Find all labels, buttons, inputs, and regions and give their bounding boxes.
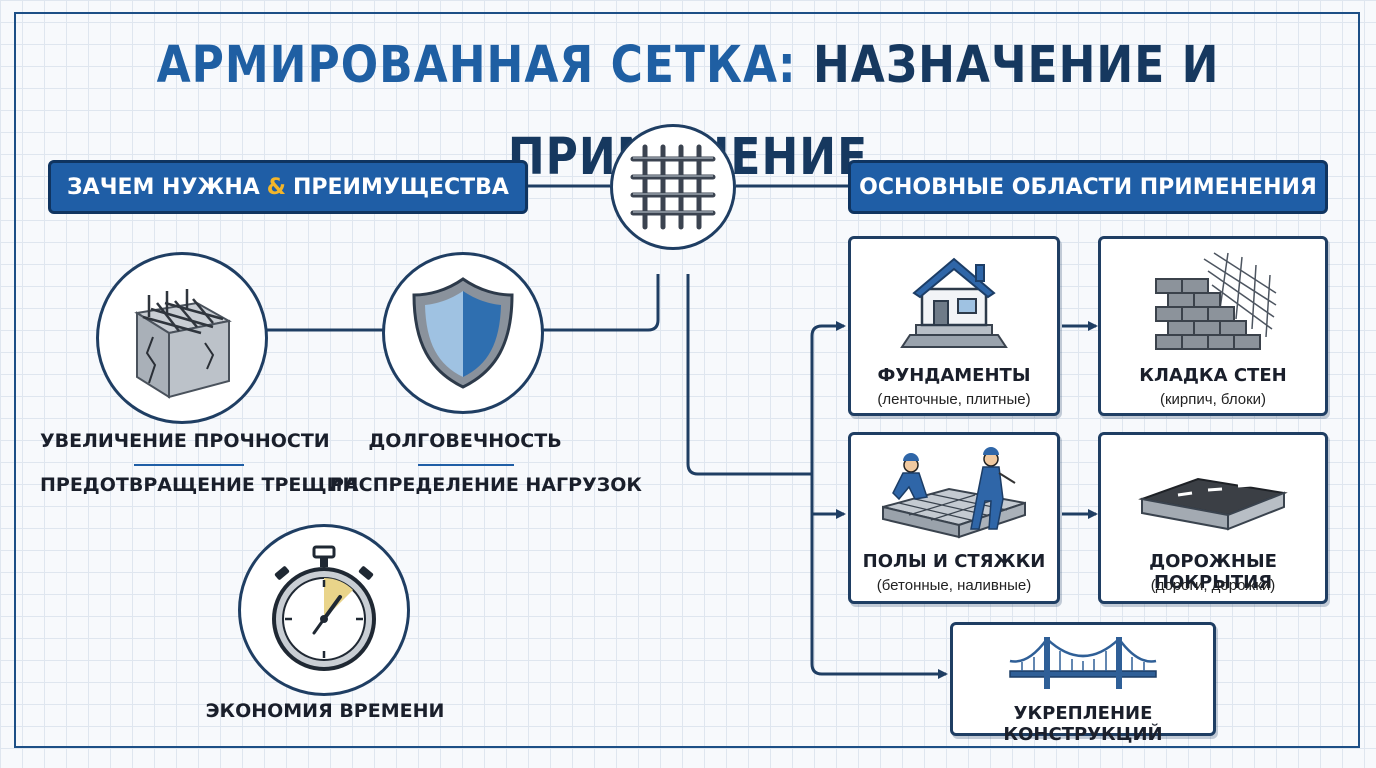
strength-divider: [134, 464, 244, 466]
card-floors-subtitle: (бетонные, наливные): [876, 577, 1032, 594]
card-roads: ДОРОЖНЫЕ ПОКРЫТИЯ (дороги, дорожки): [1098, 432, 1328, 604]
arrow-reinforcement: [810, 663, 948, 679]
right-section-header: ОСНОВНЫЕ ОБЛАСТИ ПРИМЕНЕНИЯ: [848, 160, 1328, 214]
line-durability-center: [542, 274, 660, 332]
road-icon: [1138, 477, 1288, 531]
bridge-icon: [1009, 637, 1157, 689]
left-header-text1: ЗАЧЕМ НУЖНА: [67, 174, 260, 200]
stopwatch-icon: [272, 545, 376, 671]
left-header-amp: &: [266, 174, 286, 200]
card-floors: ПОЛЫ И СТЯЖКИ (бетонные, наливные): [848, 432, 1060, 604]
card-foundations-subtitle: (ленточные, плитные): [877, 391, 1031, 408]
card-walls: КЛАДКА СТЕН (кирпич, блоки): [1098, 236, 1328, 416]
right-header-text: ОСНОВНЫЕ ОБЛАСТИ ПРИМЕНЕНИЯ: [859, 174, 1317, 200]
time-saving-label: ЭКОНОМИЯ ВРЕМЕНИ: [205, 700, 445, 722]
card-roads-subtitle: (дороги, дорожки): [1150, 577, 1276, 594]
durability-circle: [382, 252, 544, 414]
time-circle: [238, 524, 410, 696]
load-distribution-label: РАСПРЕДЕЛЕНИЕ НАГРУЗОК: [330, 474, 642, 496]
card-walls-subtitle: (кирпич, блоки): [1159, 391, 1267, 408]
durability-label: ДОЛГОВЕЧНОСТЬ: [368, 430, 562, 452]
card-foundations-title: ФУНДАМЕНТЫ: [877, 365, 1031, 386]
mesh-icon: [630, 144, 716, 230]
strength-label: УВЕЛИЧЕНИЕ ПРОЧНОСТИ: [40, 430, 330, 452]
left-section-header: ЗАЧЕМ НУЖНА & ПРЕИМУЩЕСТВА: [48, 160, 528, 214]
page-title: АРМИРОВАННАЯ СЕТКА: НАЗНАЧЕНИЕ И ПРИМЕНЕ…: [0, 20, 1376, 187]
concrete-cube-icon: [134, 289, 232, 399]
card-floors-title: ПОЛЫ И СТЯЖКИ: [862, 551, 1046, 572]
line-center-trunk: [686, 274, 812, 476]
infographic-frame: [14, 12, 1360, 748]
crack-prevention-label: ПРЕДОТВРАЩЕНИЕ ТРЕЩИН: [40, 474, 359, 496]
center-mesh-circle: [610, 124, 736, 250]
card-reinforcement: УКРЕПЛЕНИЕ КОНСТРУКЦИЙ: [950, 622, 1216, 745]
arrow-foundations: [810, 321, 846, 664]
strength-circle: [96, 252, 268, 424]
shield-icon: [412, 277, 514, 389]
brick-wall-icon: [1155, 252, 1277, 350]
card-walls-title: КЛАДКА СТЕН: [1139, 365, 1287, 386]
card-roads-title: ДОРОЖНЫЕ ПОКРЫТИЯ: [1149, 551, 1277, 593]
workers-floor-icon: [882, 447, 1026, 539]
card-reinforcement-title: УКРЕПЛЕНИЕ КОНСТРУКЦИЙ: [1003, 703, 1163, 745]
house-foundation-icon: [900, 257, 1008, 348]
title-part1: АРМИРОВАННАЯ СЕТКА:: [156, 36, 797, 95]
left-header-text2: ПРЕИМУЩЕСТВА: [292, 174, 509, 200]
durability-divider: [418, 464, 514, 466]
card-foundations: ФУНДАМЕНТЫ (ленточные, плитные): [848, 236, 1060, 416]
